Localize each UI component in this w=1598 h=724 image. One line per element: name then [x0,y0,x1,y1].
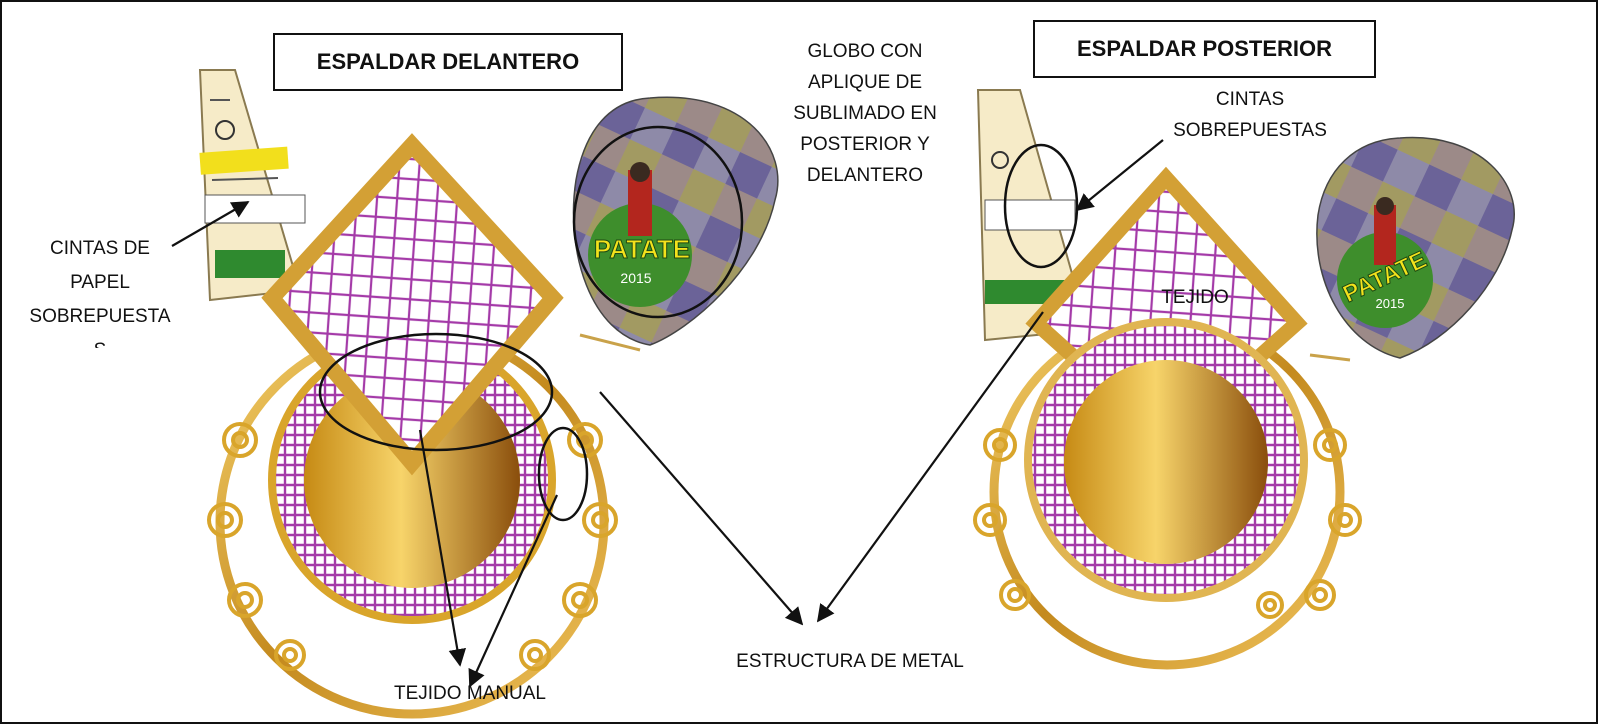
back-gold-center [1064,360,1268,564]
label-cintas-sobrepuestas-line-2: SOBREPUESTAS [1173,120,1327,141]
label-cintas-papel-line-1: CINTAS DE [50,238,150,259]
label-estructura: ESTRUCTURA DE METAL [700,646,1000,677]
front-diamond [261,133,564,476]
back-swirls [973,428,1362,619]
label-globo-line-3: SUBLIMADO EN [793,103,937,124]
arrow-estructura-back [816,311,1044,623]
label-estructura-text: ESTRUCTURA DE METAL [736,651,964,672]
title-back: ESPALDAR POSTERIOR [1033,20,1376,78]
label-globo: GLOBO CON APLIQUE DE SUBLIMADO EN POSTER… [770,36,960,191]
front-balloon-word: PATATE [594,234,690,264]
front-mesh-ellipse [318,332,554,452]
label-tejido-manual-text: TEJIDO MANUAL [393,683,547,704]
arrow-tejido-manual-2 [468,494,559,688]
arrow-cintas-papel [171,201,250,247]
arrow-estructura-front [599,391,804,626]
arrows [171,139,1164,688]
label-cintas-papel-line-4: S [6,334,194,348]
label-cintas-sobrepuestas: CINTAS SOBREPUESTAS [1160,84,1340,146]
back-balloon: PATATE 2015 [1309,136,1515,362]
back-balloon-year: 2015 [1376,296,1405,311]
title-back-text: ESPALDAR POSTERIOR [1076,36,1333,61]
front-church-tower [198,69,306,302]
label-cintas-papel-line-3: SOBREPUESTA [29,306,171,327]
back-church-tower [976,89,1090,342]
label-tejido-text: TEJIDO [1161,287,1229,308]
label-globo-line-2: APLIQUE DE [807,72,923,93]
front-swirls [207,422,618,671]
front-balloon-ellipse [572,125,744,319]
arrow-cintas-sobrepuestas [1075,139,1164,212]
front-gold-center [304,372,520,588]
label-tejido: TEJIDO [1140,282,1250,313]
arrow-tejido-manual-1 [418,429,467,667]
front-backrest: PATATE 2015 [198,69,779,719]
back-backrest: PATATE 2015 [973,89,1515,670]
title-front: ESPALDAR DELANTERO [273,33,623,91]
label-cintas-papel: CINTAS DE PAPEL SOBREPUESTA S [6,232,194,348]
front-balloon-year: 2015 [620,270,651,286]
label-cintas-sobrepuestas-line-1: CINTAS [1215,89,1285,110]
label-globo-line-4: POSTERIOR Y [800,134,930,155]
label-globo-line-5: DELANTERO [806,165,924,186]
front-ring-ellipse [537,426,589,522]
label-globo-line-1: GLOBO CON [807,41,923,62]
label-tejido-manual: TEJIDO MANUAL [350,678,590,709]
title-front-text: ESPALDAR DELANTERO [316,49,580,74]
label-cintas-papel-line-2: PAPEL [70,272,130,293]
front-balloon: PATATE 2015 [572,96,779,352]
